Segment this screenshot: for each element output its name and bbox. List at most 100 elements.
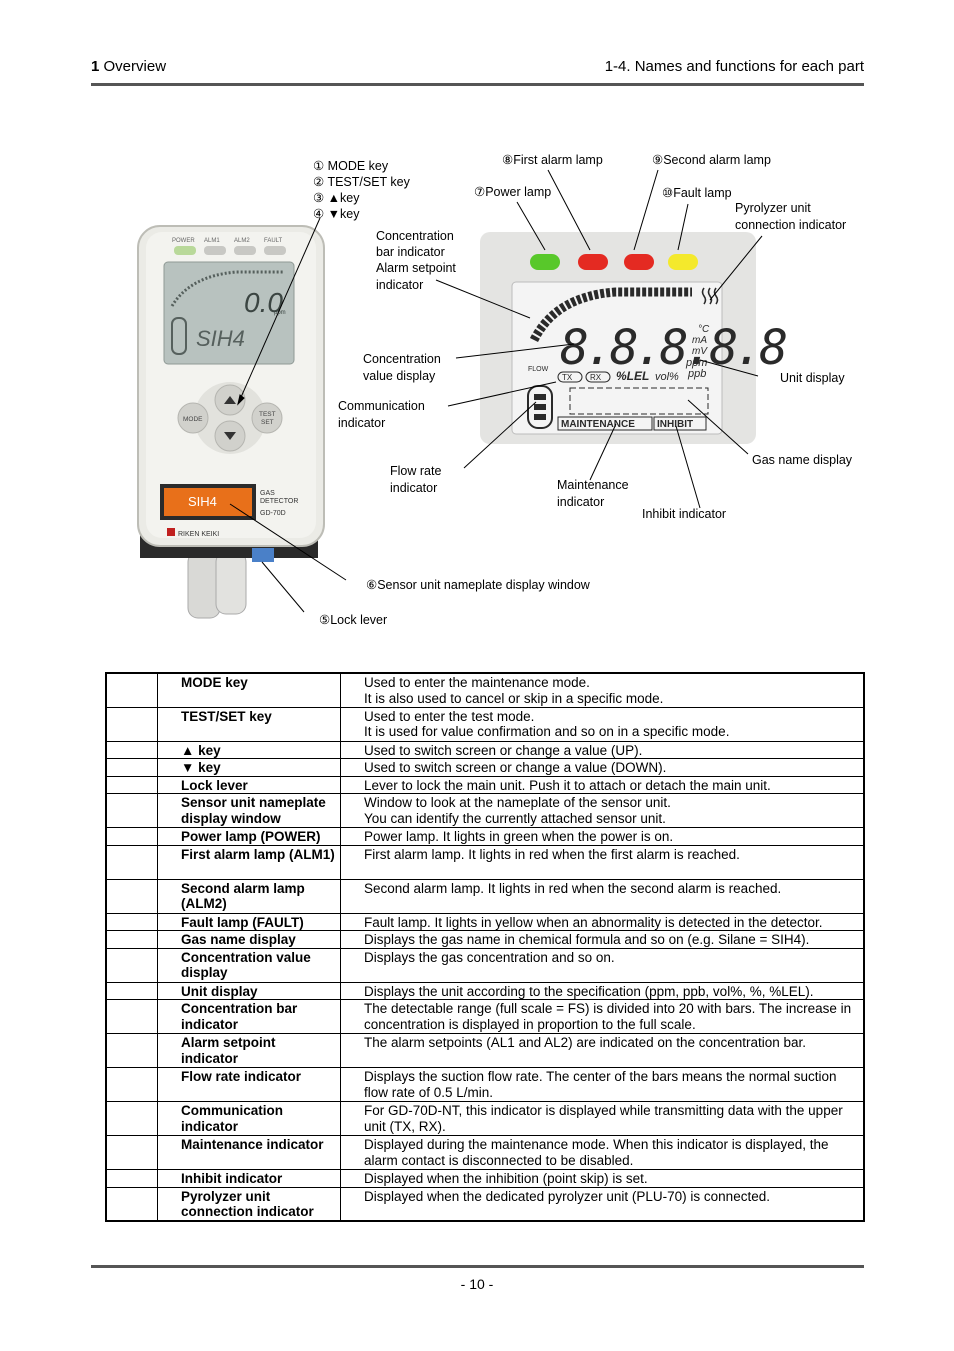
part-name-cell: Maintenance indicator: [157, 1135, 341, 1170]
part-description-cell: Used to switch screen or change a value …: [340, 758, 865, 777]
row-number-cell: [105, 912, 158, 931]
description-line: Displays the suction flow rate. The cent…: [364, 1069, 837, 1100]
part-name-cell: Alarm setpoint indicator: [157, 1033, 341, 1068]
table-row: Fault lamp (FAULT)Fault lamp. It lights …: [105, 912, 865, 931]
callout-pyrolyzer-2: connection indicator: [735, 218, 847, 232]
leader-alm2-lamp: [633, 169, 659, 251]
description-line: Second alarm lamp. It lights in red when…: [364, 880, 782, 896]
callout-first-alarm-lamp: ⑧First alarm lamp: [502, 153, 603, 167]
chapter-title: Overview: [103, 58, 167, 75]
model-label: GD-70D: [260, 510, 286, 517]
callout-nameplate-window: ⑥Sensor unit nameplate display window: [366, 578, 590, 592]
callout-down-key: ④ ▼key: [313, 207, 360, 221]
test-set-key[interactable]: [251, 402, 283, 434]
closeup-bar-arc: [529, 287, 692, 343]
callout-power-lamp: ⑦Power lamp: [474, 185, 552, 199]
part-name-cell: Fault lamp (FAULT): [157, 912, 341, 931]
section-title: 1-4. Names and functions for each part: [604, 58, 864, 75]
part-description-cell: Displays the unit according to the speci…: [340, 981, 865, 1000]
row-number-cell: [105, 672, 158, 708]
description-line: First alarm lamp. It lights in red when …: [364, 846, 740, 862]
part-description-cell: The detectable range (full scale = FS) i…: [340, 999, 865, 1034]
product-line-1: GAS: [260, 490, 275, 497]
closeup-tx: TX: [562, 373, 573, 382]
part-name-cell: Unit display: [157, 981, 341, 1000]
fault-lamp: [264, 246, 286, 255]
row-number-cell: [105, 947, 158, 983]
part-description-cell: Displayed during the maintenance mode. W…: [340, 1135, 865, 1170]
power-lamp: [174, 246, 196, 255]
table-row: Concentration value display Displays the …: [105, 947, 865, 983]
lcd-flow-bar: [171, 317, 187, 355]
closeup-tx-badge: [557, 371, 583, 383]
closeup-segments: 8.8.8.8.8: [560, 320, 786, 376]
callout-mode-key: ① MODE key: [313, 159, 389, 173]
part-description-cell: The alarm setpoints (AL1 and AL2) are in…: [340, 1033, 865, 1068]
callout-comm-1: Communication: [338, 399, 425, 413]
row-number-cell: [105, 878, 158, 914]
callout-up-key: ③ ▲key: [313, 191, 360, 205]
row-number-cell: [105, 1101, 158, 1136]
description-line: Displayed when the inhibition (point ski…: [364, 1171, 648, 1186]
part-description-cell: Used to enter the maintenance mode.It is…: [340, 672, 865, 708]
row-number-cell: [105, 775, 158, 794]
part-name-cell: Inhibit indicator: [157, 1169, 341, 1188]
test-key-label: TEST: [259, 411, 276, 418]
description-line: Displays the gas concentration and so on…: [364, 949, 615, 965]
header-rule: [91, 83, 864, 86]
mode-key-label: MODE: [183, 416, 203, 423]
closeup-inhibit: INHIBIT: [657, 419, 693, 430]
chapter-number: 1: [91, 58, 100, 75]
callout-conc-bar-1: Concentration: [376, 229, 454, 243]
part-description-cell: Displayed when the inhibition (point ski…: [340, 1169, 865, 1188]
part-description-cell: Displays the gas name in chemical formul…: [340, 930, 865, 949]
mode-key[interactable]: [177, 402, 209, 434]
part-name-cell: Concentration value display: [157, 947, 341, 983]
lcd-gas-name: SIH4: [196, 326, 245, 351]
callout-conc-value-2: value display: [363, 369, 436, 383]
closeup-unit-ma: mA: [692, 335, 707, 346]
alm1-lamp: [204, 246, 226, 255]
callout-unit-display: Unit display: [780, 371, 845, 385]
description-line: The detectable range (full scale = FS) i…: [364, 1001, 852, 1032]
closeup-flow-label: FLOW: [528, 366, 549, 373]
part-description-cell: First alarm lamp. It lights in red when …: [340, 844, 865, 880]
part-description-cell: For GD-70D-NT, this indicator is display…: [340, 1101, 865, 1136]
row-number-cell: [105, 1135, 158, 1170]
leader-flow-rate: [463, 401, 537, 469]
description-line: It is used for value confirmation and so…: [364, 724, 730, 739]
leader-lock-lever: [261, 561, 305, 613]
table-row: Second alarm lamp (ALM2)Second alarm lam…: [105, 878, 865, 914]
row-number-cell: [105, 758, 158, 777]
keypad-ring: [194, 382, 266, 454]
callout-fault-lamp: ⑩Fault lamp: [662, 186, 732, 200]
lock-lever[interactable]: [252, 548, 274, 562]
table-row: Inhibit indicator Displayed when the inhi…: [105, 1169, 865, 1188]
part-description-cell: Displays the suction flow rate. The cent…: [340, 1067, 865, 1102]
closeup-flow-seg-2: [534, 404, 546, 410]
description-line: Displayed during the maintenance mode. W…: [364, 1137, 829, 1168]
part-name-cell: Lock lever: [157, 775, 341, 794]
callout-flow-1: Flow rate: [390, 464, 442, 478]
description-line: Window to look at the nameplate of the s…: [364, 795, 671, 810]
table-row: Power lamp (POWER)Power lamp. It lights …: [105, 827, 865, 846]
description-line: Used to switch screen or change a value …: [364, 760, 667, 775]
closeup-rx: RX: [590, 373, 602, 382]
closeup-maintenance: MAINTENANCE: [561, 419, 635, 430]
closeup-unit-ppb: ppb: [687, 368, 706, 380]
part-name-cell: TEST/SET key: [157, 706, 341, 742]
description-line: Displayed when the dedicated pyrolyzer u…: [364, 1188, 770, 1204]
closeup-alm1-lamp: [578, 254, 608, 270]
part-description-cell: Window to look at the nameplate of the s…: [340, 793, 865, 828]
callout-conc-bar-3: Alarm setpoint: [376, 261, 456, 275]
part-name-cell: First alarm lamp (ALM1): [157, 844, 341, 880]
closeup-alm2-lamp: [624, 254, 654, 270]
part-name-cell: Power lamp (POWER): [157, 827, 341, 846]
part-description-cell: Displayed when the dedicated pyrolyzer u…: [340, 1186, 865, 1222]
heater-icon: [701, 287, 719, 305]
